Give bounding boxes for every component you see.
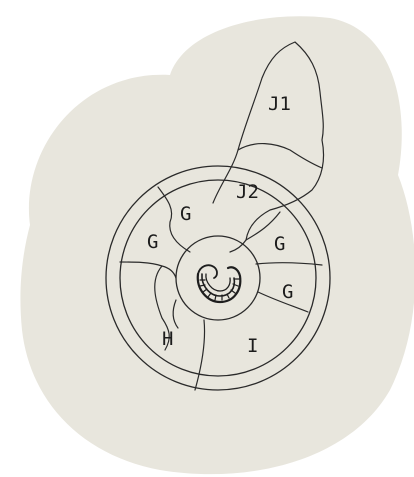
- label-g-left: G: [147, 231, 158, 253]
- label-i: I: [247, 335, 258, 357]
- label-g-upper-right: G: [274, 233, 285, 255]
- label-j2: J2: [236, 181, 259, 203]
- label-h: H: [162, 328, 173, 350]
- label-g-right: G: [282, 281, 293, 303]
- label-j1: J1: [268, 93, 291, 115]
- background-blob: [20, 16, 414, 474]
- label-g-upper-left: G: [180, 203, 191, 225]
